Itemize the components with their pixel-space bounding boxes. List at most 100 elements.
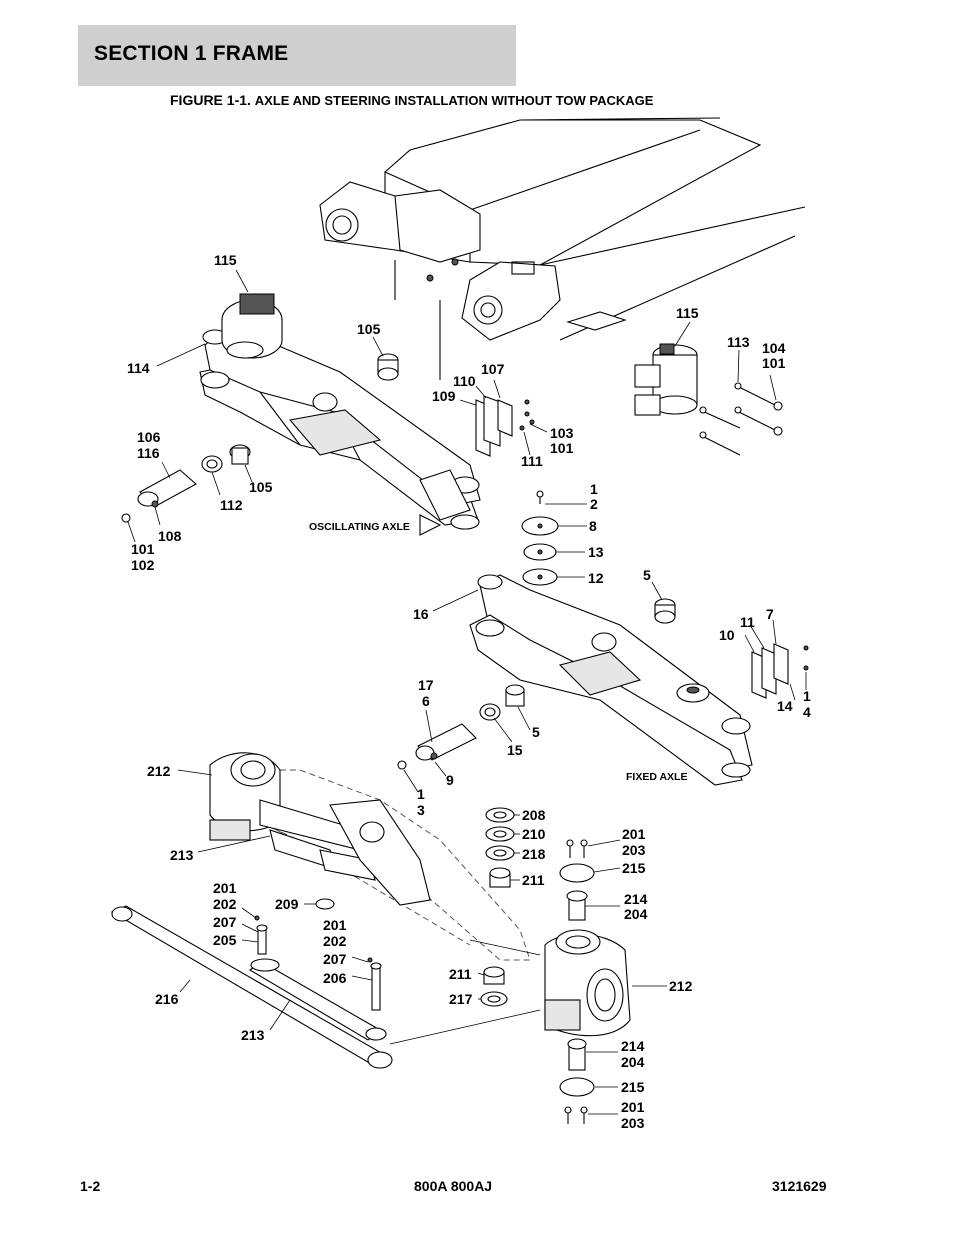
washers-208-210-218 <box>315 807 515 910</box>
callout-14: 14 <box>777 698 793 714</box>
callout-105: 105 <box>249 479 273 495</box>
callout-211: 211 <box>449 966 472 982</box>
bushing-211-washer-217 <box>480 966 508 1007</box>
callout-210: 210 <box>522 826 546 842</box>
callout-1: 1 <box>590 481 598 497</box>
callout-112: 112 <box>220 497 243 513</box>
note-fixed-axle: FIXED AXLE <box>626 771 687 783</box>
footer-part-number: 3121629 <box>772 1178 827 1194</box>
callout-9: 9 <box>446 772 454 788</box>
note-oscillating-axle: OSCILLATING AXLE <box>309 521 410 533</box>
callout-214: 214 <box>621 1038 645 1054</box>
callout-202: 202 <box>323 933 347 949</box>
callout-203: 203 <box>622 842 646 858</box>
callout-8: 8 <box>589 518 597 534</box>
steering-knuckle-212-right <box>544 929 631 1037</box>
callout-114: 114 <box>127 360 150 376</box>
figure-number: FIGURE 1-1. <box>170 92 251 108</box>
callout-6: 6 <box>422 693 430 709</box>
callout-108: 108 <box>158 528 182 544</box>
callout-5: 5 <box>643 567 651 583</box>
callout-208: 208 <box>522 807 546 823</box>
callout-3: 3 <box>417 802 425 818</box>
kingpin-upper-parts <box>559 839 595 921</box>
callout-215: 215 <box>621 1079 645 1095</box>
callout-211: 211 <box>522 872 545 888</box>
kingpin-lower-parts <box>559 1038 595 1124</box>
steer-cylinder-115-left <box>221 293 283 359</box>
bolts-113-104 <box>699 382 783 456</box>
callout-5: 5 <box>532 724 540 740</box>
figure-title: FIGURE 1-1. AXLE AND STEERING INSTALLATI… <box>170 92 653 108</box>
callout-115: 115 <box>676 305 699 321</box>
callout-102: 102 <box>131 557 155 573</box>
callout-101: 101 <box>550 440 574 456</box>
callout-205: 205 <box>213 932 237 948</box>
callout-104: 104 <box>762 340 786 356</box>
callout-109: 109 <box>432 388 456 404</box>
callout-101: 101 <box>131 541 155 557</box>
callout-201: 201 <box>622 826 646 842</box>
callout-labels: 115 114 105 110 107 109 103 101 111 115 … <box>127 252 811 1131</box>
callout-215: 215 <box>622 860 646 876</box>
oscillating-axle <box>199 327 481 536</box>
callout-213: 213 <box>241 1027 265 1043</box>
callout-212: 212 <box>669 978 693 994</box>
callout-4: 4 <box>803 704 811 720</box>
callout-202: 202 <box>213 896 237 912</box>
pivot-pin-6 <box>397 684 525 770</box>
fixed-axle <box>469 574 753 786</box>
callout-201: 201 <box>323 917 347 933</box>
callout-218: 218 <box>522 846 546 862</box>
figure-caption: AXLE AND STEERING INSTALLATION WITHOUT T… <box>254 93 654 108</box>
callout-17: 17 <box>418 677 434 693</box>
tie-rod-216 <box>110 905 393 1069</box>
callout-213: 213 <box>170 847 194 863</box>
callout-201: 201 <box>621 1099 645 1115</box>
callout-207: 207 <box>213 914 237 930</box>
section-header-bar: SECTION 1 FRAME <box>78 25 516 86</box>
callout-206: 206 <box>323 970 347 986</box>
callout-12: 12 <box>588 570 604 586</box>
bushing-105-upper <box>377 353 399 381</box>
callout-7: 7 <box>766 606 774 622</box>
callout-204: 204 <box>621 1054 645 1070</box>
callout-101: 101 <box>762 355 786 371</box>
steer-cylinder-115-right <box>634 343 698 416</box>
shims-lower <box>751 643 809 699</box>
chassis-frame <box>319 117 806 380</box>
callout-212: 212 <box>147 763 171 779</box>
footer-model: 800A 800AJ <box>414 1178 493 1194</box>
callout-207: 207 <box>323 951 347 967</box>
callout-107: 107 <box>481 361 505 377</box>
callout-2: 2 <box>590 496 598 512</box>
callout-113: 113 <box>727 334 750 350</box>
section-title: SECTION 1 FRAME <box>94 42 289 65</box>
callout-1: 1 <box>803 688 811 704</box>
callout-10: 10 <box>719 627 735 643</box>
callout-209: 209 <box>275 896 299 912</box>
callout-217: 217 <box>449 991 473 1007</box>
callout-11: 11 <box>740 614 755 630</box>
callout-16: 16 <box>413 606 429 622</box>
washer-stack-center <box>521 490 559 586</box>
pins-205-206 <box>254 915 382 1011</box>
shims-upper <box>475 395 535 457</box>
callout-216: 216 <box>155 991 179 1007</box>
steering-cylinder-213-lower <box>248 958 387 1041</box>
callout-1: 1 <box>417 786 425 802</box>
callout-110: 110 <box>453 373 476 389</box>
footer-page-number: 1-2 <box>80 1178 101 1194</box>
callout-201: 201 <box>213 880 237 896</box>
callout-116: 116 <box>137 445 160 461</box>
callout-15: 15 <box>507 742 523 758</box>
callout-106: 106 <box>137 429 161 445</box>
callout-115: 115 <box>214 252 237 268</box>
leader-lines <box>127 269 807 1115</box>
callout-214: 214 <box>624 891 648 907</box>
callout-13: 13 <box>588 544 604 560</box>
steering-cylinder-213-upper <box>269 799 431 906</box>
callout-204: 204 <box>624 906 648 922</box>
callout-203: 203 <box>621 1115 645 1131</box>
bushing-5-upper <box>654 598 676 624</box>
